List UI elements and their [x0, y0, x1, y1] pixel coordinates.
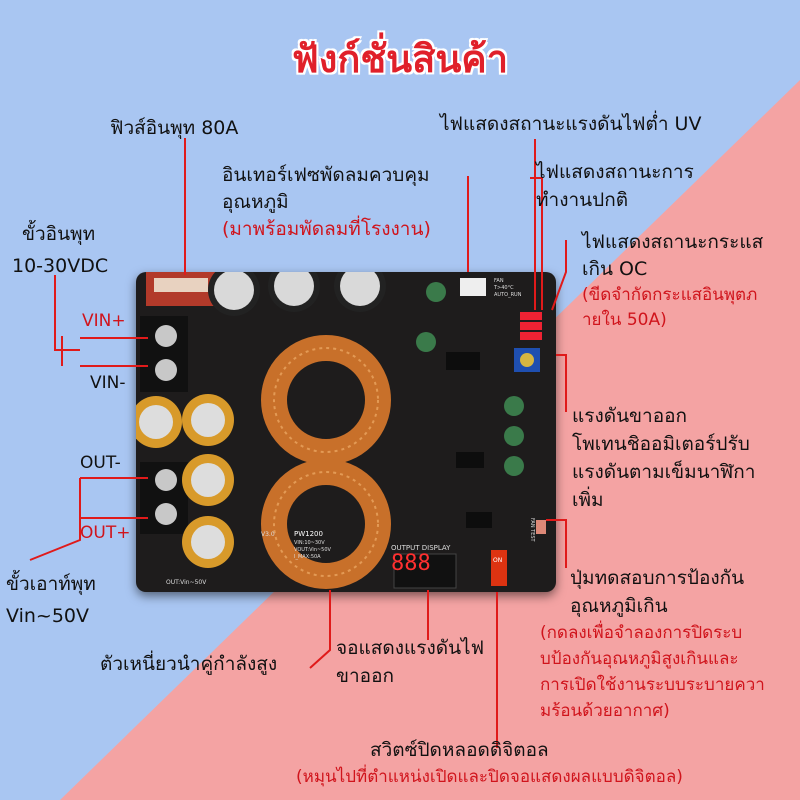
board-out-spec: OUT:Vin~50V — [166, 579, 207, 586]
board-model: PW1200 — [294, 530, 323, 538]
oc-note-2: ายใน 50A) — [582, 310, 667, 330]
fuse-label: ฟิวส์อินพุท 80A — [110, 117, 239, 139]
display-label-2: ขาออก — [336, 665, 394, 687]
board-output-display-label: OUTPUT DISPLAY — [391, 544, 451, 552]
seven-segment-digits: 888 — [391, 551, 431, 576]
test-button-label-1: ปุ่มทดสอบการป้องกัน — [570, 567, 745, 589]
fan-interface-label-2: อุณหภูมิ — [222, 191, 289, 213]
test-note-2: บป้องกันอุณหภูมิสูงเกินและ — [540, 649, 739, 669]
top-capacitors — [208, 260, 386, 316]
fan-connector — [460, 278, 486, 296]
pcb-board: OUTPUT DISPLAY 888 V3.0 PW1200 VIN:10~30… — [130, 260, 556, 592]
output-terminal-label-1: ขั้วเอาท์พุท — [6, 573, 96, 595]
board-version: V3.0 — [261, 531, 275, 538]
board-fan-test: FAN TEST — [529, 518, 535, 543]
out-minus-label: OUT- — [80, 453, 121, 473]
pot-label-4: เพิ่ม — [572, 489, 604, 511]
oc-led-label-1: ไฟแสดงสถานะกระแส — [582, 231, 764, 253]
vin-plus-label: VIN+ — [82, 311, 126, 331]
switch-label: สวิตซ์ปิดหลอดดิจิตอล — [370, 739, 549, 761]
page-title: ฟังก์ชั่นสินค้า — [291, 37, 509, 81]
output-terminal-label-2: Vin~50V — [6, 605, 89, 627]
board-graphic: OUTPUT DISPLAY 888 V3.0 PW1200 VIN:10~30… — [130, 260, 546, 589]
board-fan-label: FAN — [494, 278, 504, 284]
board-spec-3: I_MAX:50A — [294, 554, 321, 560]
input-terminal-label-2: 10-30VDC — [12, 255, 109, 277]
fan-interface-label-1: อินเทอร์เฟซพัดลมควบคุม — [222, 164, 430, 186]
inductor-label: ตัวเหนี่ยวนำคู่กำลังสูง — [100, 653, 278, 675]
test-note-1: (กดลงเพื่อจำลองการปิดระบ — [540, 623, 743, 643]
board-spec-2: VOUT:Vin~50V — [294, 547, 332, 553]
normal-led-label-2: ทำงานปกติ — [536, 189, 629, 211]
uv-led-label: ไฟแสดงสถานะแรงดันไฟต่ำ UV — [440, 113, 702, 135]
pot-label-2: โพเทนชิออมิเตอร์ปรับ — [572, 433, 750, 455]
board-spec-1: VIN:10~30V — [294, 540, 325, 546]
board-fan-temp: T>40°C — [493, 285, 514, 291]
vin-minus-label: VIN- — [90, 373, 126, 393]
pot-label-1: แรงดันขาออก — [572, 405, 688, 427]
out-plus-label: OUT+ — [80, 523, 131, 543]
board-fan-mode: AUTO_RUN — [494, 292, 522, 298]
display-label-1: จอแสดงแรงดันไฟ — [336, 637, 485, 659]
fan-interface-note: (มาพร้อมพัดลมที่โรงงาน) — [222, 218, 431, 240]
oc-note-1: (ขีดจำกัดกระแสอินพุตภ — [582, 285, 758, 305]
test-note-4: มร้อนด้วยอากาศ) — [540, 701, 670, 721]
inductors — [261, 335, 391, 589]
test-note-3: การเปิดใช้งานระบบระบายควา — [540, 675, 765, 695]
oc-led-label-2: เกิน OC — [582, 258, 648, 280]
pot-label-3: แรงดันตามเข็มนาฬิกา — [572, 461, 756, 483]
normal-led-label-1: ไฟแสดงสถานะการ — [536, 161, 694, 183]
switch-note: (หมุนไปที่ตำแหน่งเปิดและปิดจอแสดงผลแบบดิ… — [296, 767, 683, 787]
board-switch-on: ON — [493, 557, 502, 564]
output-capacitors — [130, 394, 234, 568]
input-terminal-label-1: ขั้วอินพุท — [22, 223, 96, 245]
small-capacitors — [416, 282, 524, 476]
test-button-label-2: อุณหภูมิเกิน — [570, 595, 668, 617]
